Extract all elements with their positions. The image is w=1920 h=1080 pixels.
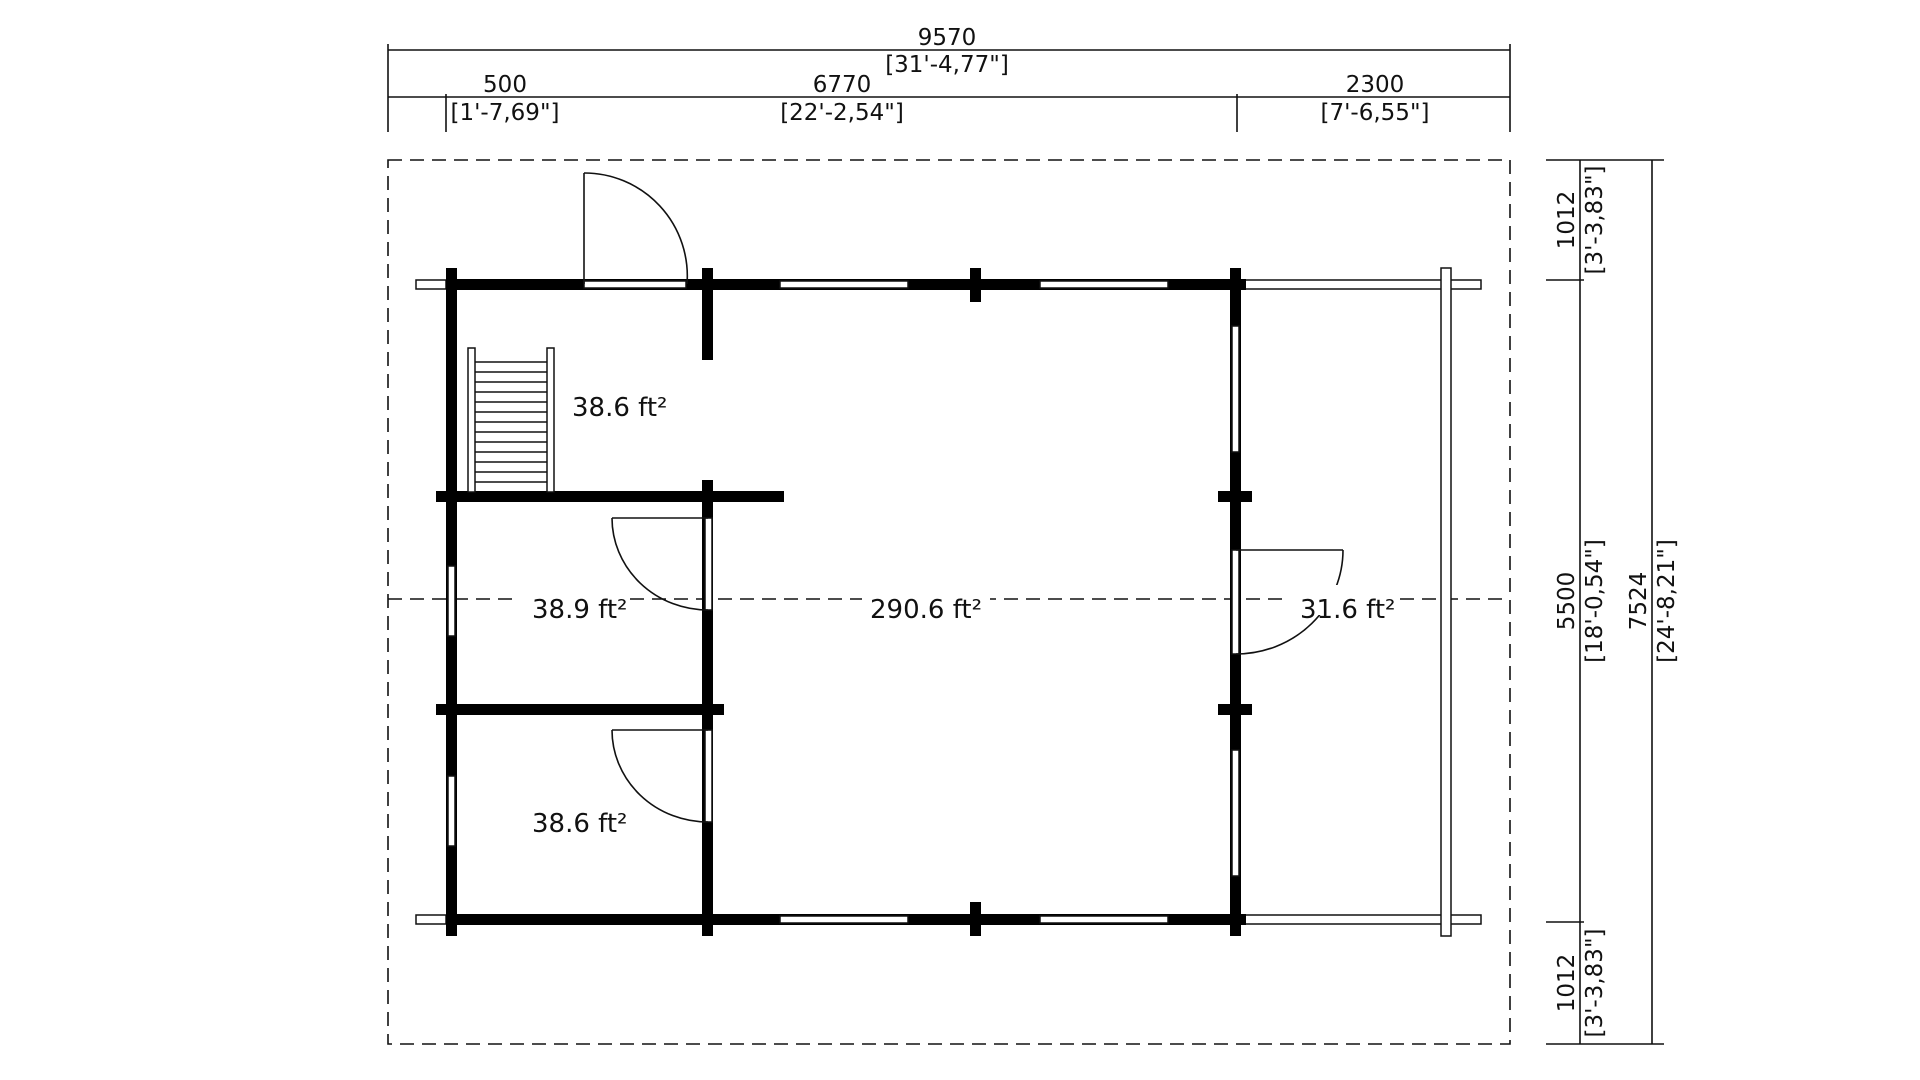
stair-room-area: 38.6 ft² xyxy=(572,393,667,423)
right-dimensions: 1012 [3'-3,83"] 5500 [18'-0,54"] 1012 [3… xyxy=(1546,159,1680,1045)
window-right-2 xyxy=(1231,749,1240,877)
main-room-area: 290.6 ft² xyxy=(870,595,982,625)
seg-right-mm: 2300 xyxy=(1346,72,1405,98)
bottom-overhang-mm: 1012 xyxy=(1554,954,1580,1013)
roof-outline xyxy=(387,159,1511,1045)
bottom-overhang-imperial: [3'-3,83"] xyxy=(1582,929,1608,1038)
house-depth-mm: 5500 xyxy=(1554,572,1580,631)
overall-width-mm: 9570 xyxy=(918,25,977,51)
seg-left-imperial: [1'-7,69"] xyxy=(451,100,560,126)
seg-right-imperial: [7'-6,55"] xyxy=(1321,100,1430,126)
window-bottom-2 xyxy=(1039,915,1169,924)
overall-width-imperial: [31'-4,77"] xyxy=(885,52,1009,78)
staircase xyxy=(467,347,555,493)
overall-depth-imperial: [24'-8,21"] xyxy=(1654,539,1680,663)
windows xyxy=(447,280,1240,924)
seg-middle-imperial: [22'-2,54"] xyxy=(780,100,904,126)
house-depth-imperial: [18'-0,54"] xyxy=(1582,539,1608,663)
window-top-1 xyxy=(779,280,909,289)
middle-left-room-area: 38.9 ft² xyxy=(532,595,627,625)
bottom-left-room-area: 38.6 ft² xyxy=(532,809,627,839)
doors xyxy=(583,172,1344,823)
top-overhang-imperial: [3'-3,83"] xyxy=(1582,166,1608,275)
seg-left-mm: 500 xyxy=(483,72,527,98)
overall-depth-mm: 7524 xyxy=(1626,572,1652,631)
window-top-2 xyxy=(1039,280,1169,289)
top-dimensions: 9570 [31'-4,77"] 500 [1'-7,69"] 6770 [22… xyxy=(387,25,1511,132)
window-left-1 xyxy=(447,565,456,637)
terrace-area: 31.6 ft² xyxy=(1300,595,1395,625)
window-right-1 xyxy=(1231,325,1240,453)
window-bottom-1 xyxy=(779,915,909,924)
window-left-2 xyxy=(447,775,456,847)
room-labels: 38.6 ft² 38.9 ft² 38.6 ft² 290.6 ft² 31.… xyxy=(520,393,1400,839)
seg-middle-mm: 6770 xyxy=(813,72,872,98)
top-overhang-mm: 1012 xyxy=(1554,191,1580,250)
